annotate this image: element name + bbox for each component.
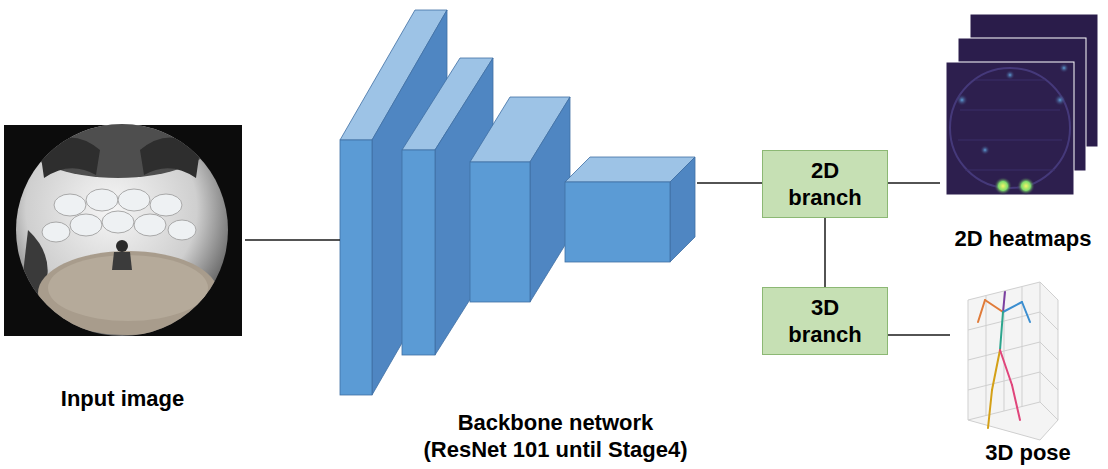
node-label: 2D heatmaps: [955, 225, 1092, 252]
backbone-network: Backbone network (ResNet 101 until Stage…: [340, 0, 697, 467]
connector-line: [697, 182, 762, 184]
heatmap-output: 2D heatmaps: [940, 0, 1106, 252]
node-label: Input image: [61, 385, 184, 412]
connector-line: [888, 182, 940, 184]
connector-line: [245, 239, 340, 241]
pose-output: 3D pose: [950, 272, 1106, 466]
heatmap-stack: [946, 14, 1098, 195]
backbone-blocks: [340, 10, 695, 395]
connector-line: [824, 218, 826, 287]
input-picture: [4, 102, 242, 336]
node-label: 3D pose: [985, 439, 1071, 466]
input-image: Input image: [0, 120, 245, 412]
branch-box: 2D branch: [762, 150, 888, 218]
node-label: 2D branch: [784, 157, 866, 211]
node-label: Backbone network (ResNet 101 until Stage…: [418, 409, 693, 463]
branch-box: 3D branch: [762, 287, 888, 355]
connector-line: [888, 334, 950, 336]
pose-skeleton: [978, 292, 1030, 428]
node-label: 3D branch: [784, 294, 866, 348]
pose-plot: [968, 282, 1058, 440]
